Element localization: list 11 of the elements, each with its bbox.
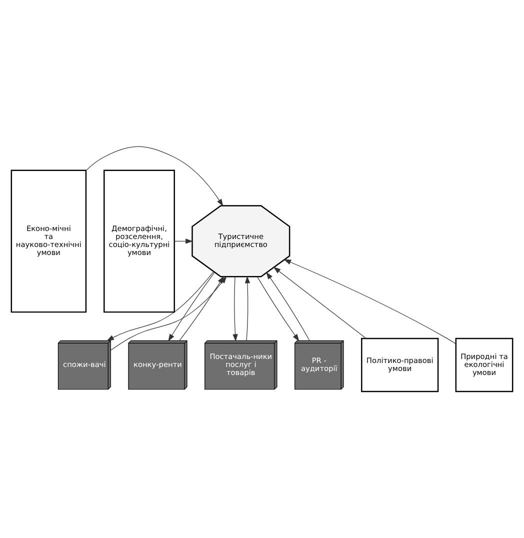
arrow xyxy=(179,276,224,341)
arrow xyxy=(232,276,238,342)
arrow xyxy=(257,276,300,342)
arrow xyxy=(244,276,250,341)
arrow xyxy=(106,271,214,342)
arrow xyxy=(174,238,193,244)
arrow xyxy=(168,272,215,342)
arrow xyxy=(284,259,456,344)
arrow xyxy=(273,266,367,339)
arrow xyxy=(86,146,224,206)
arrow xyxy=(266,272,310,341)
